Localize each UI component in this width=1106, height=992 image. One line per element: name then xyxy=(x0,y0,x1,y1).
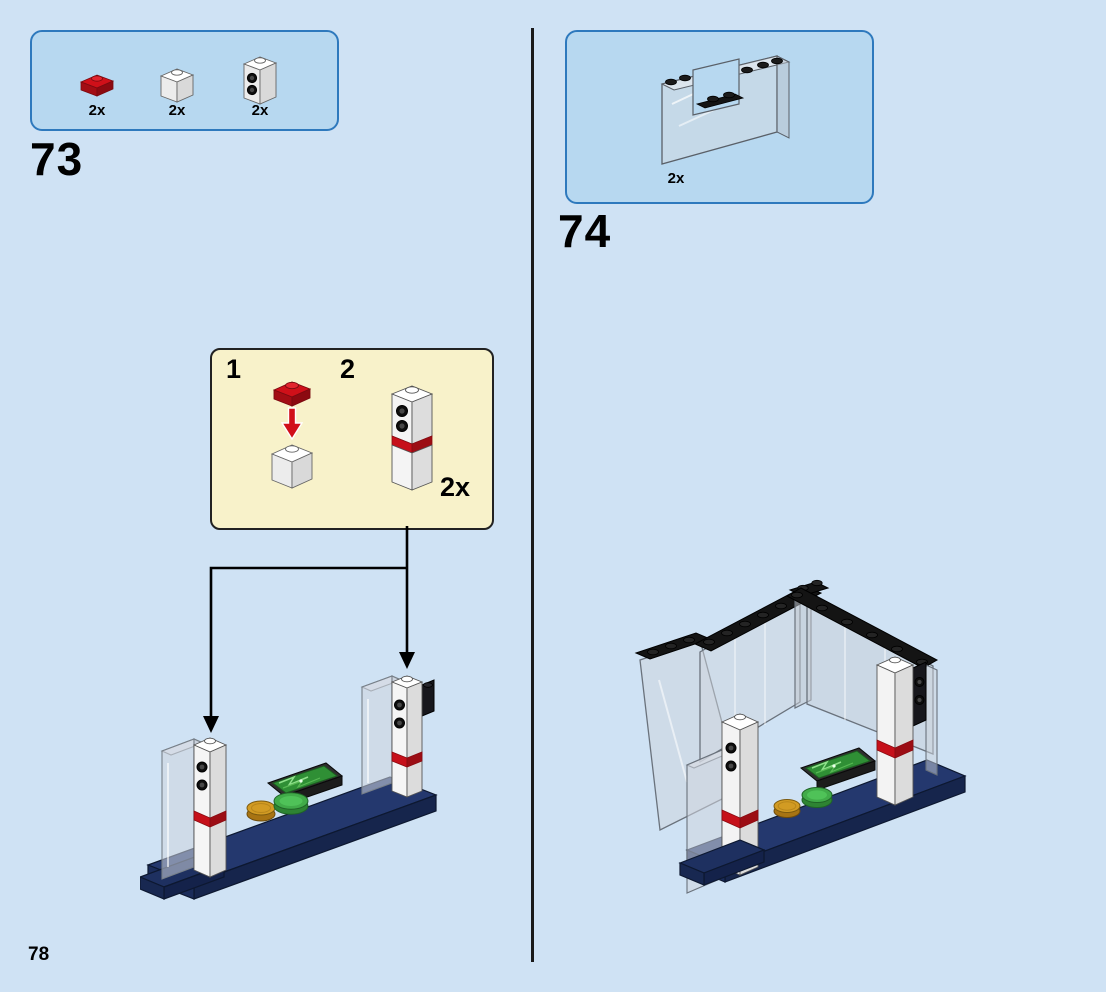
substep-1-label: 1 xyxy=(226,354,242,384)
substep-2-label: 2 xyxy=(340,354,356,384)
column-divider xyxy=(531,28,534,962)
page-number: 78 xyxy=(28,944,50,965)
red-plate-1x1-icon xyxy=(79,74,115,97)
step74-parts-illustration xyxy=(660,55,791,165)
base-front-step xyxy=(678,839,766,886)
gold-coin xyxy=(773,799,801,818)
red-plate-1x1-icon xyxy=(272,381,312,407)
right-tower xyxy=(360,675,435,798)
assembly-arrow-icon xyxy=(280,407,304,441)
green-round-tile xyxy=(273,792,309,815)
step73-parts-box: 2x 2x 2x xyxy=(30,30,339,131)
step73-assembly-illustration xyxy=(140,675,438,900)
transparent-corner-panel-icon xyxy=(660,55,791,165)
subassembly-qty: 2x xyxy=(440,472,471,502)
part-qty: 2x xyxy=(251,102,269,119)
left-tower xyxy=(160,737,228,880)
part-qty: 2x xyxy=(88,102,106,119)
step-number-73: 73 xyxy=(30,133,84,185)
white-brick-1x1-side-studs-icon xyxy=(242,56,278,105)
part-qty: 2x xyxy=(168,102,186,119)
step73-parts-illustration xyxy=(79,56,278,105)
right-column xyxy=(875,656,938,806)
step74-assembly-illustration xyxy=(634,579,967,894)
step74-parts-box: 2x xyxy=(565,30,874,204)
step73-subassembly-callout: 1 2 2x xyxy=(210,348,494,530)
green-round-tile xyxy=(801,787,833,808)
subassembly-illustration xyxy=(270,381,434,491)
white-brick-1x1-icon xyxy=(159,68,195,103)
gold-coin xyxy=(246,800,276,822)
step-number-74: 74 xyxy=(558,205,612,257)
part-qty: 2x xyxy=(667,170,685,187)
subassembly-stack-icon xyxy=(390,385,434,491)
white-brick-1x1-icon xyxy=(270,444,314,489)
map-console xyxy=(799,747,877,791)
